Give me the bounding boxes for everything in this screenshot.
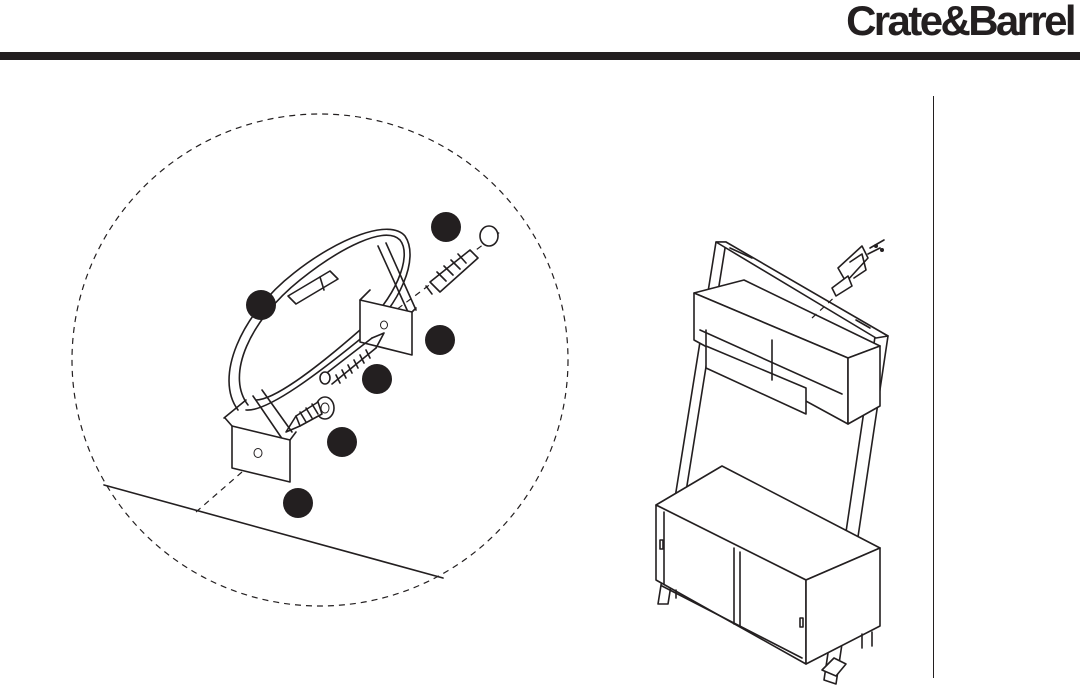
callout-bracket (246, 290, 276, 320)
callout-wall (283, 488, 313, 518)
mini-bracket-icon (832, 240, 884, 296)
callout-screw (362, 364, 392, 394)
detail-zoom-circle (72, 114, 568, 606)
wall-bolt-icon (286, 397, 334, 432)
tv-stand-ladder-illustration (656, 242, 888, 684)
wall-bracket-detail (224, 229, 416, 482)
callout-anchor (431, 212, 461, 242)
callout-wall-bolt (327, 427, 357, 457)
callout-bracket-plate (425, 325, 455, 355)
